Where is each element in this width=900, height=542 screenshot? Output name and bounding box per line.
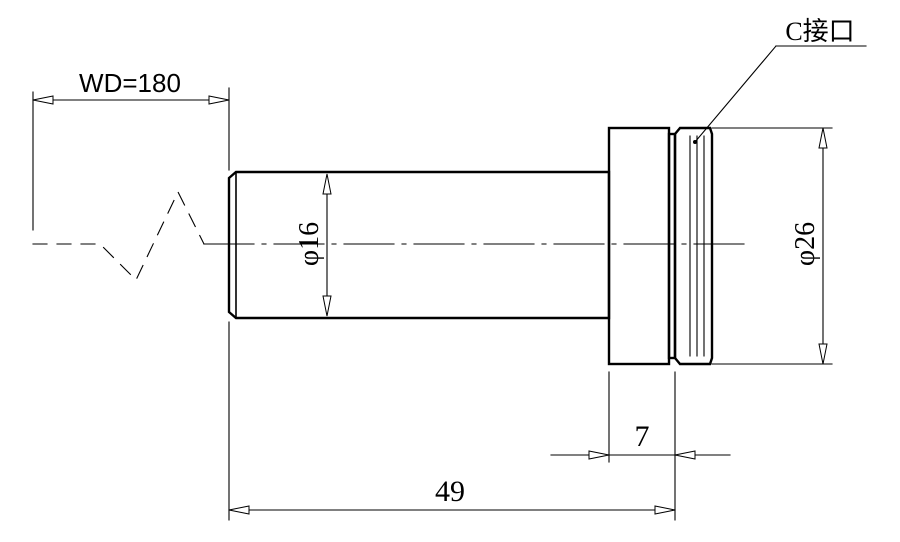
leader-line: [694, 45, 777, 143]
phi26-label: φ26: [790, 222, 821, 266]
diameter-barrel-dimension: φ16: [294, 173, 332, 317]
break-line: [32, 190, 205, 281]
wd-dimension: WD=180: [32, 68, 230, 105]
leader-dot: [693, 140, 697, 144]
phi16-arrow-top: [322, 173, 332, 195]
c-mount-thread: [673, 126, 714, 366]
lens-barrel: [227, 170, 611, 320]
mount-leader: C接口: [693, 17, 867, 144]
phi26-arrow-bottom: [818, 343, 828, 365]
wd-label: WD=180: [79, 68, 181, 98]
thread-outline: [673, 126, 714, 366]
phi26-arrow-top: [818, 127, 828, 149]
total-length-dimension: 49: [228, 321, 676, 521]
fortynine-label: 49: [435, 475, 465, 508]
phi16-arrow-bottom: [322, 295, 332, 317]
fortynine-arrow-left: [228, 505, 250, 515]
phi16-label: φ16: [294, 222, 325, 266]
seven-arrow-left: [588, 450, 610, 460]
mount-label: C接口: [785, 17, 854, 46]
wd-arrow-left: [32, 95, 54, 105]
flange-length-dimension: 7: [550, 371, 731, 521]
diameter-flange-dimension: φ26: [711, 127, 833, 365]
seven-label: 7: [635, 420, 650, 453]
wd-arrow-right: [208, 95, 230, 105]
barrel-outline: [227, 170, 611, 320]
lens-flange: [607, 126, 677, 366]
object-plane: [32, 87, 230, 281]
seven-arrow-right: [674, 450, 696, 460]
flange-outline: [607, 126, 671, 366]
fortynine-arrow-right: [654, 505, 676, 515]
